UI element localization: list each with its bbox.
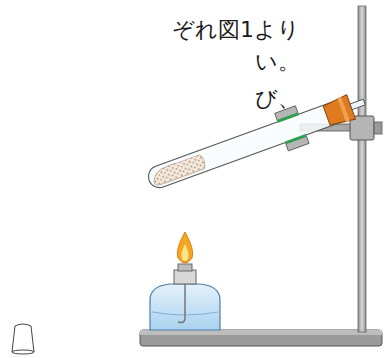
- wick-holder: [178, 264, 192, 271]
- lamp-neck: [174, 270, 196, 284]
- stand-base: [140, 330, 382, 346]
- flame-core: [181, 244, 188, 261]
- stand-rod: [358, 6, 366, 332]
- powder-sample: [150, 154, 206, 187]
- lamp-cap-rim: [12, 350, 34, 354]
- text-fragment: い。: [255, 49, 300, 75]
- stand-base-top: [140, 330, 382, 335]
- clamp-pad: [277, 112, 299, 122]
- text-fragment: ぞれ図1より: [172, 17, 300, 43]
- clamp-screw: [374, 122, 382, 134]
- glass-highlight: [175, 111, 316, 162]
- rubber-stopper: [322, 95, 355, 128]
- clamp-pad: [285, 134, 307, 144]
- stopper-band: [337, 97, 350, 123]
- test-tube: [145, 101, 341, 190]
- text-fragment: び、: [255, 86, 300, 112]
- test-tube-assembly: [142, 83, 371, 199]
- flame: [177, 232, 192, 263]
- glass-tube: [350, 99, 365, 109]
- lamp-cap: [12, 324, 34, 352]
